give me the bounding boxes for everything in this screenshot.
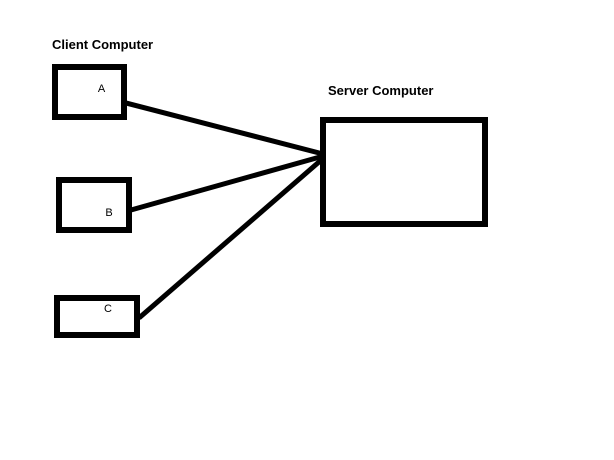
connector-a-to-server-line: [125, 100, 328, 158]
client-node-b: B: [56, 177, 132, 233]
server-node: [320, 117, 488, 227]
client-node-c: C: [54, 295, 140, 338]
client-node-a-label: A: [97, 82, 106, 95]
connector-c-to-server-line: [137, 153, 329, 320]
client-node-a: A: [52, 64, 127, 120]
client-group-label: Client Computer: [52, 37, 154, 52]
connector-b-to-server-line: [130, 152, 328, 213]
client-node-b-label: B: [105, 206, 113, 219]
client-node-c-label: C: [104, 303, 112, 315]
server-label: Server Computer: [328, 83, 434, 98]
